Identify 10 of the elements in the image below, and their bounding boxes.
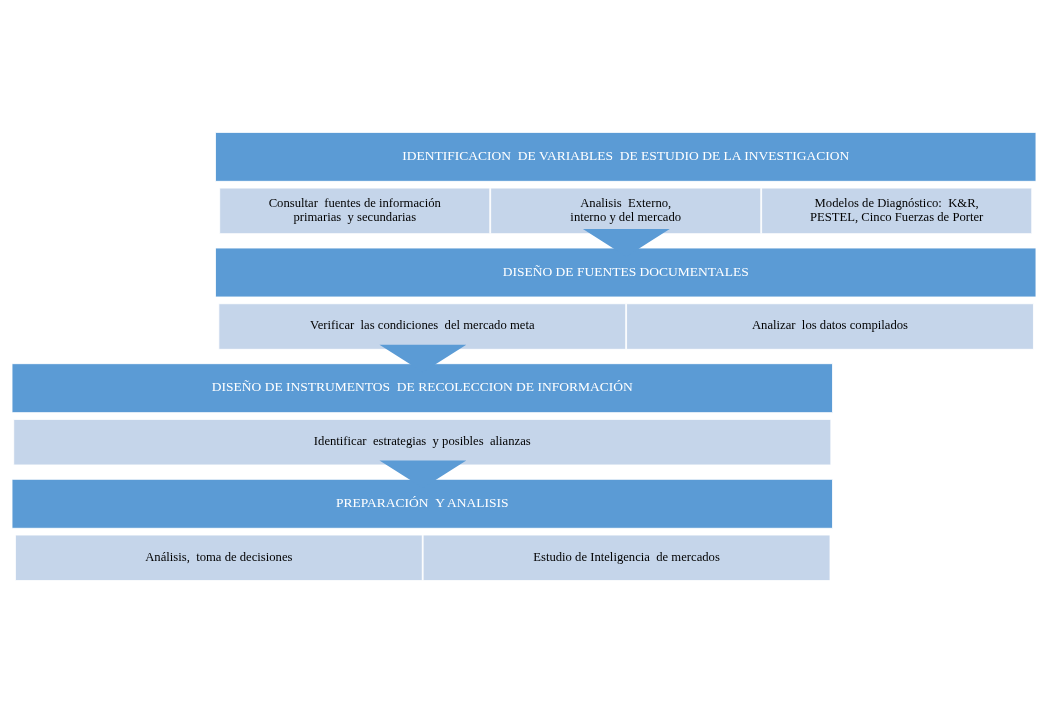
- node-box: DISEÑO DE INSTRUMENTOS DE RECOLECCION DE INFORMACIÓN: [11, 363, 833, 414]
- node-box: Verificar las condiciones del mercado meta: [218, 303, 627, 350]
- node-box: DISEÑO DE FUENTES DOCUMENTALES: [215, 247, 1037, 298]
- node-box: IDENTIFICACION DE VARIABLES DE ESTUDIO DE LA INVESTIGACION: [215, 131, 1037, 182]
- node-box: Analizar los datos compilados: [626, 303, 1034, 350]
- node-box: Modelos de Diagnóstico: K&R, PESTEL, Cinco Fuerzas de Porter: [761, 187, 1033, 235]
- node-box: Estudio de Inteligencia de mercados: [422, 534, 831, 582]
- node-box: Consultar fuentes de información primarias y secundarias: [219, 187, 491, 235]
- node-box: Análisis, toma de decisiones: [15, 534, 423, 582]
- node-box: PREPARACIÓN Y ANALISIS: [11, 478, 833, 529]
